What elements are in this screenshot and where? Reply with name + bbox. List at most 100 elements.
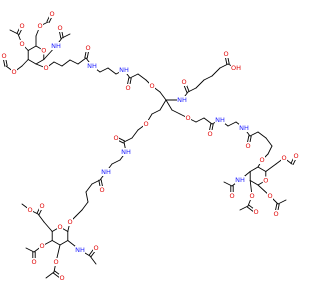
carbonyl-oxygen-label: O xyxy=(19,22,24,30)
carbonyl-oxygen-label: O xyxy=(253,208,258,216)
ring-oxygen-label: O xyxy=(57,223,62,231)
bond xyxy=(129,73,139,79)
atom-label-background xyxy=(245,142,251,150)
carbonyl-oxygen-label: O xyxy=(93,244,98,252)
atom-label-background xyxy=(67,218,73,226)
bond xyxy=(223,181,233,187)
atom-label-background xyxy=(85,44,91,52)
bond xyxy=(69,59,79,65)
amide-nh-label: NH xyxy=(87,62,97,70)
carbonyl-oxygen-label: O xyxy=(59,274,64,282)
atom-label-background xyxy=(87,62,97,70)
atom-label-background xyxy=(43,64,49,72)
atom-label-background xyxy=(181,78,187,86)
atom-label-background xyxy=(57,223,63,231)
glycosidic-oxygen-label: O xyxy=(259,156,264,164)
bond xyxy=(75,209,83,217)
carbonyl-oxygen-label: O xyxy=(273,210,278,218)
sugar-ring-bond xyxy=(27,59,37,65)
atom-label-background xyxy=(51,42,61,50)
amide-nh-label: NH xyxy=(215,116,225,124)
bond xyxy=(203,117,213,125)
bond-layer xyxy=(2,13,298,280)
bond xyxy=(151,109,161,115)
ester-oxygen-label: O xyxy=(19,40,24,48)
bond xyxy=(81,201,89,211)
bond xyxy=(203,75,213,81)
carbonyl-oxygen-label: O xyxy=(293,152,298,160)
amide-nh-label: NH xyxy=(121,148,131,156)
carbonyl-oxygen-label: O xyxy=(57,24,62,32)
atom-label-background xyxy=(185,114,191,122)
amide-nh-label: NH xyxy=(119,66,129,74)
ether-oxygen-label: O xyxy=(143,120,148,128)
bond xyxy=(85,191,89,203)
bond xyxy=(21,59,29,67)
ester-oxygen-label: O xyxy=(267,192,272,200)
atom-label-background xyxy=(27,206,33,214)
bond xyxy=(195,79,205,89)
sugar-ring-bond xyxy=(249,166,259,172)
acid-hydroxyl-label: OH xyxy=(231,64,241,72)
carbonyl-oxygen-label: O xyxy=(1,52,6,60)
atom-label-background xyxy=(121,148,131,156)
bond xyxy=(43,221,53,232)
ring-oxygen-label: O xyxy=(41,47,46,55)
atom-label-background xyxy=(113,134,119,142)
ester-oxygen-label: O xyxy=(11,68,16,76)
atom-label-background xyxy=(40,46,47,55)
sugar-ring-bond xyxy=(257,166,267,172)
carbonyl-oxygen-label: O xyxy=(99,186,104,194)
ether-oxygen-label: O xyxy=(149,82,154,90)
atom-label-background xyxy=(267,192,273,200)
bond xyxy=(137,73,147,81)
ester-oxygen-label: O xyxy=(39,242,44,250)
bond xyxy=(239,205,249,211)
carbonyl-oxygen-label: O xyxy=(113,134,118,142)
atom-label-background xyxy=(231,64,241,72)
atom-label-background xyxy=(177,96,187,104)
amide-nh-label: NH xyxy=(177,96,187,104)
atom-label-background xyxy=(143,120,149,128)
bond xyxy=(61,59,71,67)
carbonyl-oxygen-label: O xyxy=(31,258,36,266)
bond xyxy=(159,91,167,101)
amide-nh-label: NH xyxy=(101,168,111,176)
carbonyl-oxygen-label: O xyxy=(85,44,90,52)
bond xyxy=(257,131,267,139)
atom-label-background xyxy=(99,186,105,194)
atom-label-background xyxy=(223,50,229,58)
atom-label-background xyxy=(19,40,25,48)
ether-oxygen-label: O xyxy=(185,114,190,122)
bond xyxy=(277,199,287,205)
atom-label-background xyxy=(39,202,45,210)
bond xyxy=(249,131,259,137)
bond xyxy=(131,129,139,139)
atom-label-background xyxy=(215,116,225,124)
carbonyl-oxygen-label: O xyxy=(49,10,54,18)
atom-label-background xyxy=(119,66,129,74)
bond xyxy=(25,247,35,253)
amide-nh-label: NH xyxy=(51,42,61,50)
carbonyl-oxygen-label: O xyxy=(39,202,44,210)
atom-label-background xyxy=(149,82,155,90)
carbonyl-oxygen-label: O xyxy=(181,78,186,86)
bond xyxy=(227,121,237,127)
amide-nh-label: NH xyxy=(239,124,249,132)
bond xyxy=(211,67,221,77)
bond xyxy=(123,137,133,143)
atom-label-background xyxy=(31,258,37,266)
atom-label-background xyxy=(249,192,255,200)
bond xyxy=(53,61,63,67)
carbonyl-oxygen-label: O xyxy=(229,192,234,200)
atom-label-background xyxy=(57,24,63,32)
ester-oxygen-label: O xyxy=(37,22,42,30)
bond xyxy=(45,271,55,279)
bond xyxy=(219,63,229,69)
atom-label-background xyxy=(239,124,249,132)
atom-label-background xyxy=(125,84,131,92)
sugar-ring-bond xyxy=(249,180,259,186)
atom-label-background xyxy=(101,168,111,176)
